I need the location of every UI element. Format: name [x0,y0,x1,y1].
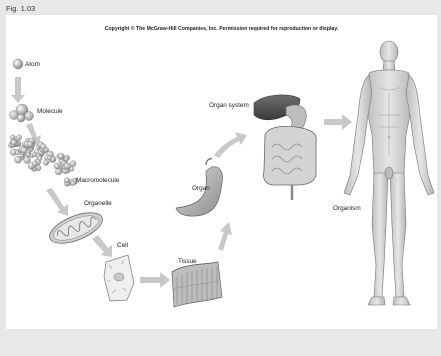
label-atom: Atom [25,61,40,68]
cell-illustration [104,255,134,301]
label-organelle: Organelle [84,200,112,207]
levels-of-organization-diagram [6,15,437,329]
label-molecule: Molecule [37,108,63,115]
arrow-organelle-cell [92,235,112,257]
label-cell: Cell [117,242,128,249]
organism-illustration [344,41,434,305]
atom-illustration [13,59,23,69]
label-organ: Organ [192,185,210,192]
arrow-tissue-organ [218,222,232,251]
label-organism: Organism [333,205,361,212]
figure-label: Fig. 1.03 [6,4,35,13]
arrow-cell-tissue [140,272,170,288]
molecule-illustration [10,104,34,122]
arrow-atom-molecule [11,77,25,103]
arrow-organsystem-organism [324,114,352,130]
organ-system-illustration [254,95,316,200]
arrow-macromolecule-organelle [46,188,68,216]
tissue-illustration [172,262,222,307]
label-macromolecule: Macromolecule [76,177,119,184]
arrow-organ-organsystem [214,132,247,158]
macromolecule-illustration [8,135,77,186]
label-tissue: Tissue [178,258,197,265]
label-organ-system: Organ system [209,102,249,109]
figure-panel: Copyright © The McGraw-Hill Companies, I… [6,15,437,329]
